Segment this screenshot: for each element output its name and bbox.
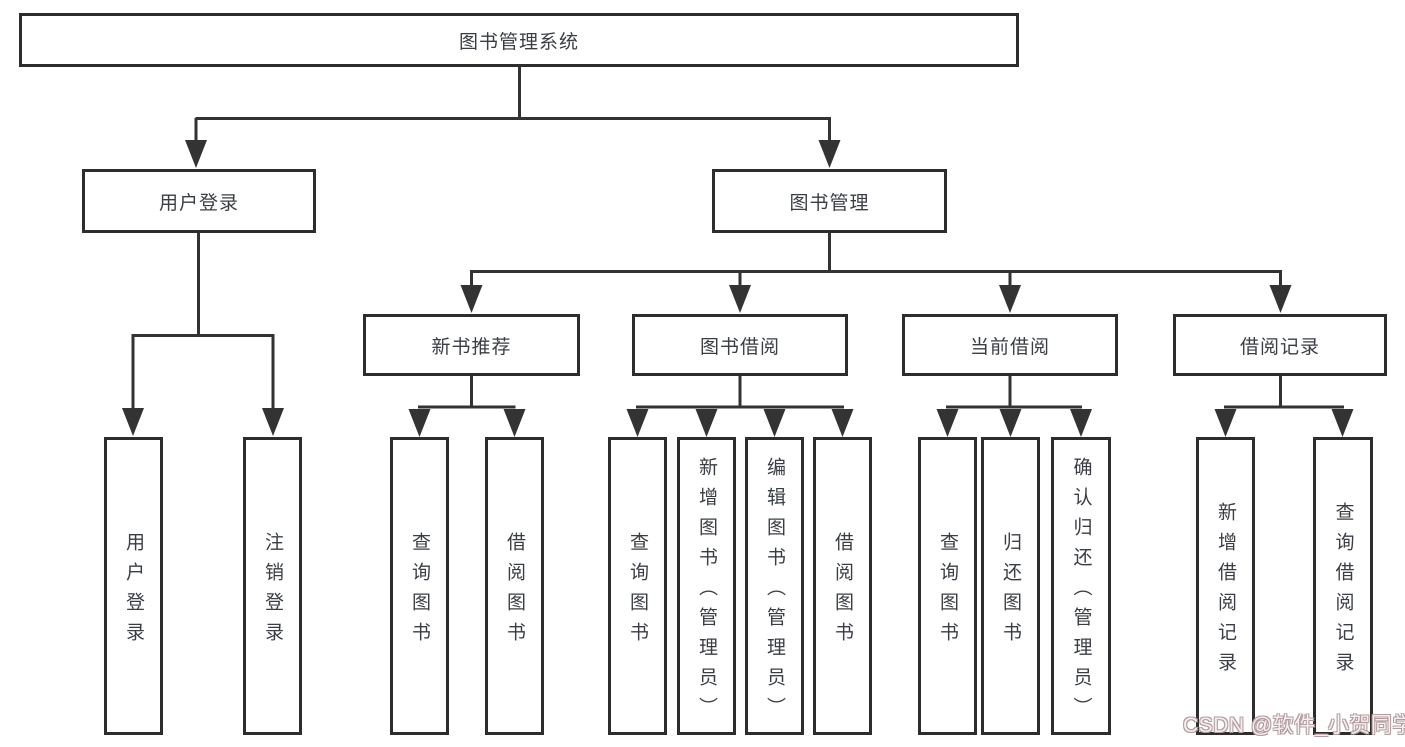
leaf-nbr-borrow-books: 借阅图书 bbox=[485, 437, 544, 735]
leaf-nbr-query-books: 查询图书 bbox=[390, 437, 449, 735]
leaf-cb-confirm-return: 确认归还（管理员） bbox=[1051, 437, 1111, 735]
node-book-management-label: 图书管理 bbox=[789, 192, 870, 214]
node-book-borrowing-label: 图书借阅 bbox=[699, 336, 780, 358]
leaf-br-query-record: 查询借阅记录 bbox=[1313, 437, 1373, 735]
leaf-br-add-record: 新增借阅记录 bbox=[1196, 437, 1255, 735]
leaf-user-login: 用户登录 bbox=[104, 437, 163, 735]
node-borrowing-records-label: 借阅记录 bbox=[1239, 336, 1320, 358]
leaf-bb-add-books-label: 新增图书（管理员） bbox=[696, 456, 717, 727]
node-borrowing-records: 借阅记录 bbox=[1173, 314, 1387, 376]
leaf-bb-query-books: 查询图书 bbox=[608, 437, 667, 735]
leaf-cb-return-books: 归还图书 bbox=[981, 437, 1040, 735]
node-root-label: 图书管理系统 bbox=[458, 31, 579, 53]
leaf-cb-return-books-label: 归还图书 bbox=[1000, 531, 1021, 652]
leaf-bb-borrow-books-label: 借阅图书 bbox=[832, 531, 853, 652]
node-user-login-label: 用户登录 bbox=[158, 192, 239, 214]
leaf-cb-query-books-label: 查询图书 bbox=[937, 531, 958, 652]
node-user-login: 用户登录 bbox=[82, 169, 316, 233]
leaf-cb-confirm-return-label: 确认归还（管理员） bbox=[1070, 456, 1092, 727]
leaf-nbr-borrow-books-label: 借阅图书 bbox=[504, 531, 525, 652]
leaf-logout-label: 注销登录 bbox=[262, 531, 283, 652]
leaf-bb-edit-books-label: 编辑图书（管理员） bbox=[764, 456, 785, 727]
node-book-management: 图书管理 bbox=[712, 169, 947, 233]
node-root-library-system: 图书管理系统 bbox=[19, 13, 1019, 67]
leaf-cb-query-books: 查询图书 bbox=[918, 437, 977, 735]
leaf-bb-edit-books: 编辑图书（管理员） bbox=[745, 437, 804, 735]
node-new-book-recommend-label: 新书推荐 bbox=[431, 336, 512, 358]
leaf-br-query-record-label: 查询借阅记录 bbox=[1332, 501, 1354, 682]
leaf-nbr-query-books-label: 查询图书 bbox=[409, 531, 430, 652]
leaf-bb-borrow-books: 借阅图书 bbox=[813, 437, 872, 735]
leaf-logout: 注销登录 bbox=[243, 437, 302, 735]
watermark: CSDN @软件_小贺同学 bbox=[1183, 714, 1405, 737]
leaf-user-login-label: 用户登录 bbox=[123, 531, 144, 652]
node-current-borrowing: 当前借阅 bbox=[902, 314, 1118, 376]
leaf-bb-add-books: 新增图书（管理员） bbox=[677, 437, 736, 735]
node-current-borrowing-label: 当前借阅 bbox=[969, 336, 1050, 358]
node-book-borrowing: 图书借阅 bbox=[632, 314, 848, 376]
leaf-br-add-record-label: 新增借阅记录 bbox=[1215, 501, 1236, 682]
node-new-book-recommend: 新书推荐 bbox=[363, 314, 580, 376]
leaf-bb-query-books-label: 查询图书 bbox=[627, 531, 648, 652]
